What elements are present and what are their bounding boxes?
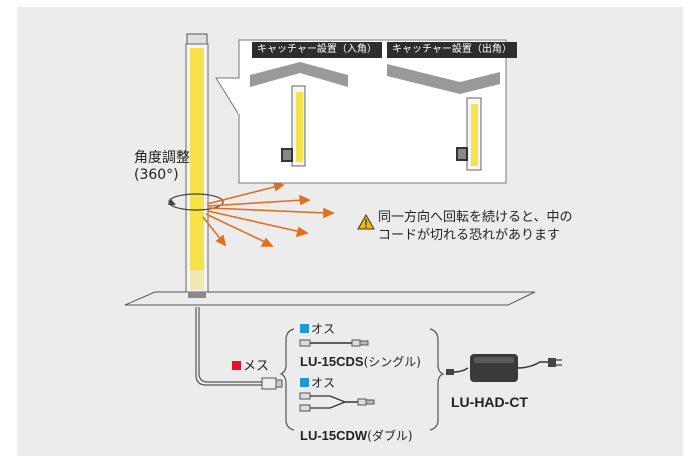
warning-line2: コードが切れる恐れがあります <box>378 228 561 243</box>
rotation-label-line2: (360°) <box>134 167 179 183</box>
male-marker <box>300 324 309 333</box>
female-label: メス <box>232 355 269 374</box>
warning-text: 同一方向へ回転を続けると、中の コードが切れる恐れがあります <box>378 209 572 245</box>
double-cable-model: LU-15CDW(ダブル) <box>300 428 413 443</box>
rotation-ring <box>168 193 224 211</box>
pole-cable <box>195 307 262 386</box>
options-bracket <box>279 328 295 431</box>
warning-line1: 同一方向へ回転を続けると、中の <box>378 210 573 225</box>
warning-triangle-icon <box>357 213 375 230</box>
single-cable-image <box>299 339 369 347</box>
double-cable-image <box>299 392 375 412</box>
male-marker-2 <box>300 378 309 387</box>
female-connector <box>261 377 283 390</box>
inset-frame <box>215 39 507 184</box>
single-male-label: オス <box>300 320 335 337</box>
rotation-label: 角度調整 (360°) <box>134 150 190 184</box>
rotation-label-line1: 角度調整 <box>134 150 190 166</box>
female-marker <box>232 361 241 370</box>
single-cable-model: LU-15CDS(シングル) <box>300 354 421 369</box>
double-male-label: オス <box>300 374 335 391</box>
shelf-surface <box>124 291 536 306</box>
outside-corner-tag: キャッチャー設置（出角） <box>387 42 517 58</box>
ac-adapter-image <box>446 354 562 382</box>
light-pole <box>185 33 209 298</box>
rotation-arrows <box>202 180 335 247</box>
adapter-model: LU-HAD-CT <box>451 394 528 410</box>
light-bar <box>190 48 204 286</box>
inside-corner-tag: キャッチャー設置（入角） <box>252 42 382 58</box>
